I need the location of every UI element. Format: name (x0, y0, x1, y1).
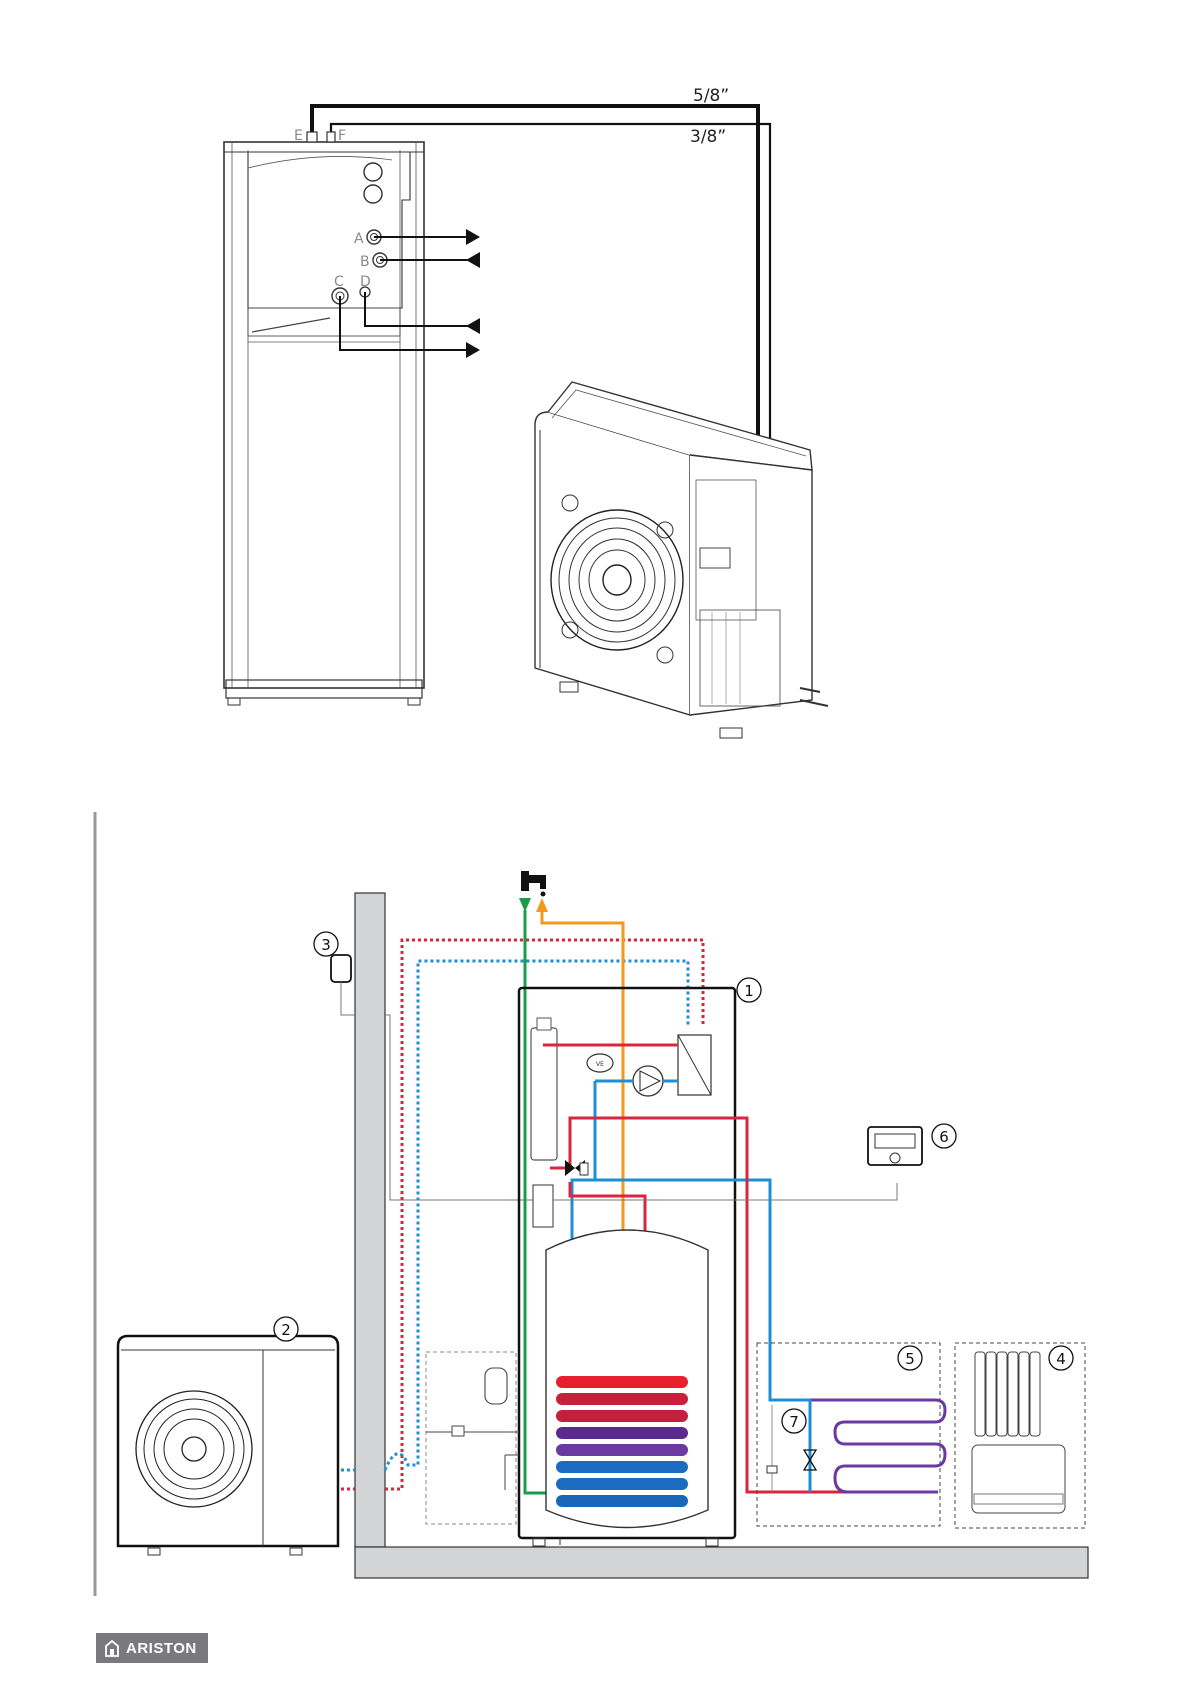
fan-icon (550, 494, 684, 664)
callout-5: 5 (905, 1350, 915, 1368)
brand-name: ARISTON (126, 1639, 197, 1657)
floor (354, 1546, 1089, 1579)
connection-label-d: D (360, 274, 371, 290)
connection-label-c: C (334, 274, 344, 290)
outdoor-unit (116, 1334, 340, 1556)
arrow-out-icon (466, 229, 480, 245)
outdoor-sensor (330, 954, 540, 1201)
refrigerant-lines (306, 104, 772, 588)
connection-label-b: B (360, 254, 370, 270)
room-controller (867, 1126, 923, 1166)
callout-7: 7 (789, 1413, 799, 1431)
pipe-size-large-label: 5/8” (693, 86, 729, 106)
callout-3: 3 (321, 936, 331, 954)
three-way-valve-icon (565, 1160, 575, 1176)
arrow-out-icon (466, 342, 480, 358)
connection-label-a: A (354, 231, 364, 247)
dhw-lines (519, 871, 625, 1495)
hot-water-arrow-icon (536, 898, 548, 912)
callout-1: 1 (744, 982, 754, 1000)
fan-coil-icon (971, 1444, 1066, 1514)
dhw-coil (556, 1376, 688, 1507)
radiators-zone (954, 1342, 1086, 1529)
brand-logo: ARISTON (96, 1633, 208, 1663)
connection-label-e: E (294, 128, 303, 144)
expansion-tank-icon (484, 1367, 508, 1405)
bypass-valve-icon (802, 1449, 818, 1462)
refrigerant-dotted-lines (341, 938, 705, 1491)
wall (354, 892, 386, 1548)
tap-icon (521, 871, 546, 897)
callout-2: 2 (281, 1321, 291, 1339)
indoor-unit-front-view (223, 141, 425, 706)
water-connections (339, 229, 480, 358)
pump-icon (632, 1065, 664, 1097)
callout-6: 6 (939, 1128, 949, 1146)
cold-water-arrow-icon (519, 898, 531, 912)
connection-label-f: F (338, 128, 346, 144)
underfloor-heating-zone (756, 1342, 947, 1527)
expansion-vessel-icon (586, 1053, 614, 1073)
fan-icon (135, 1390, 253, 1508)
expansion-vessel-label: VE (596, 1061, 604, 1068)
safety-group (425, 1351, 519, 1525)
house-icon (105, 1639, 119, 1657)
pipe-size-small-label: 3/8” (690, 127, 726, 147)
callout-4: 4 (1056, 1350, 1066, 1368)
arrow-in-icon (466, 252, 480, 268)
outdoor-unit-isometric (534, 381, 829, 739)
arrow-in-icon (466, 318, 480, 334)
